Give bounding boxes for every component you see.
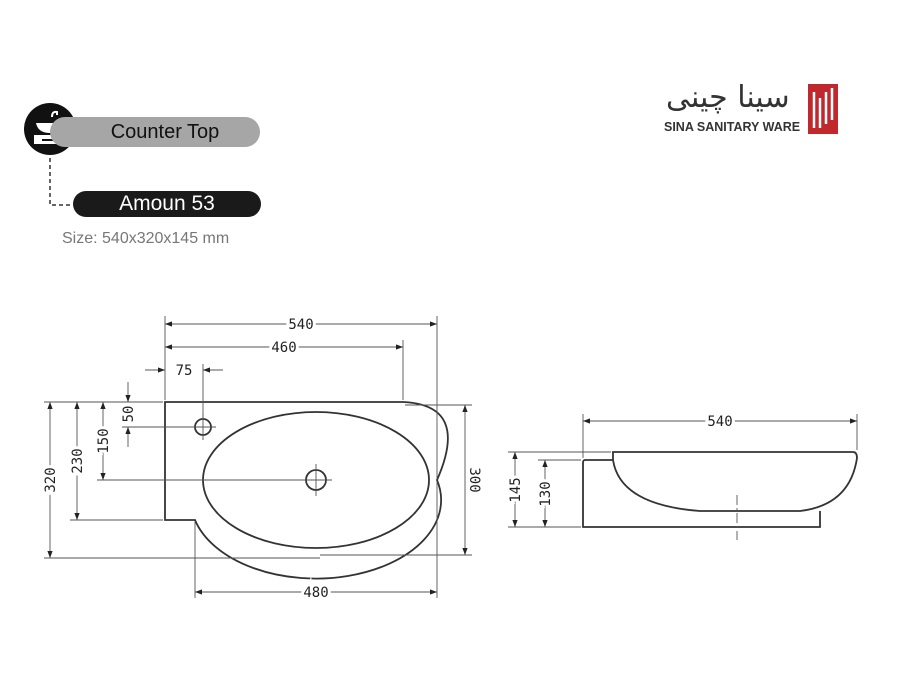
brand-name-fa: سینا چینی — [666, 80, 790, 115]
dim-150: 150 — [96, 428, 112, 453]
model-label: Amoun 53 — [73, 191, 261, 217]
dim-300: 300 — [466, 467, 482, 492]
dim-460: 460 — [271, 340, 296, 356]
top-view — [164, 401, 449, 580]
dim-540-top: 540 — [288, 317, 313, 333]
dim-230: 230 — [70, 448, 86, 473]
dim-145: 145 — [508, 477, 524, 502]
brand-name-en: SINA SANITARY WARE — [664, 120, 801, 134]
dim-480: 480 — [303, 585, 328, 601]
size-text: Size: 540x320x145 mm — [62, 230, 230, 247]
brand-logo-mark — [808, 84, 838, 134]
category-label: Counter Top — [50, 117, 260, 147]
dim-130: 130 — [538, 481, 554, 506]
dim-540-side: 540 — [707, 414, 732, 430]
dim-320: 320 — [43, 467, 59, 492]
side-view — [582, 451, 858, 528]
dim-50: 50 — [121, 406, 137, 423]
dim-75: 75 — [176, 363, 193, 379]
